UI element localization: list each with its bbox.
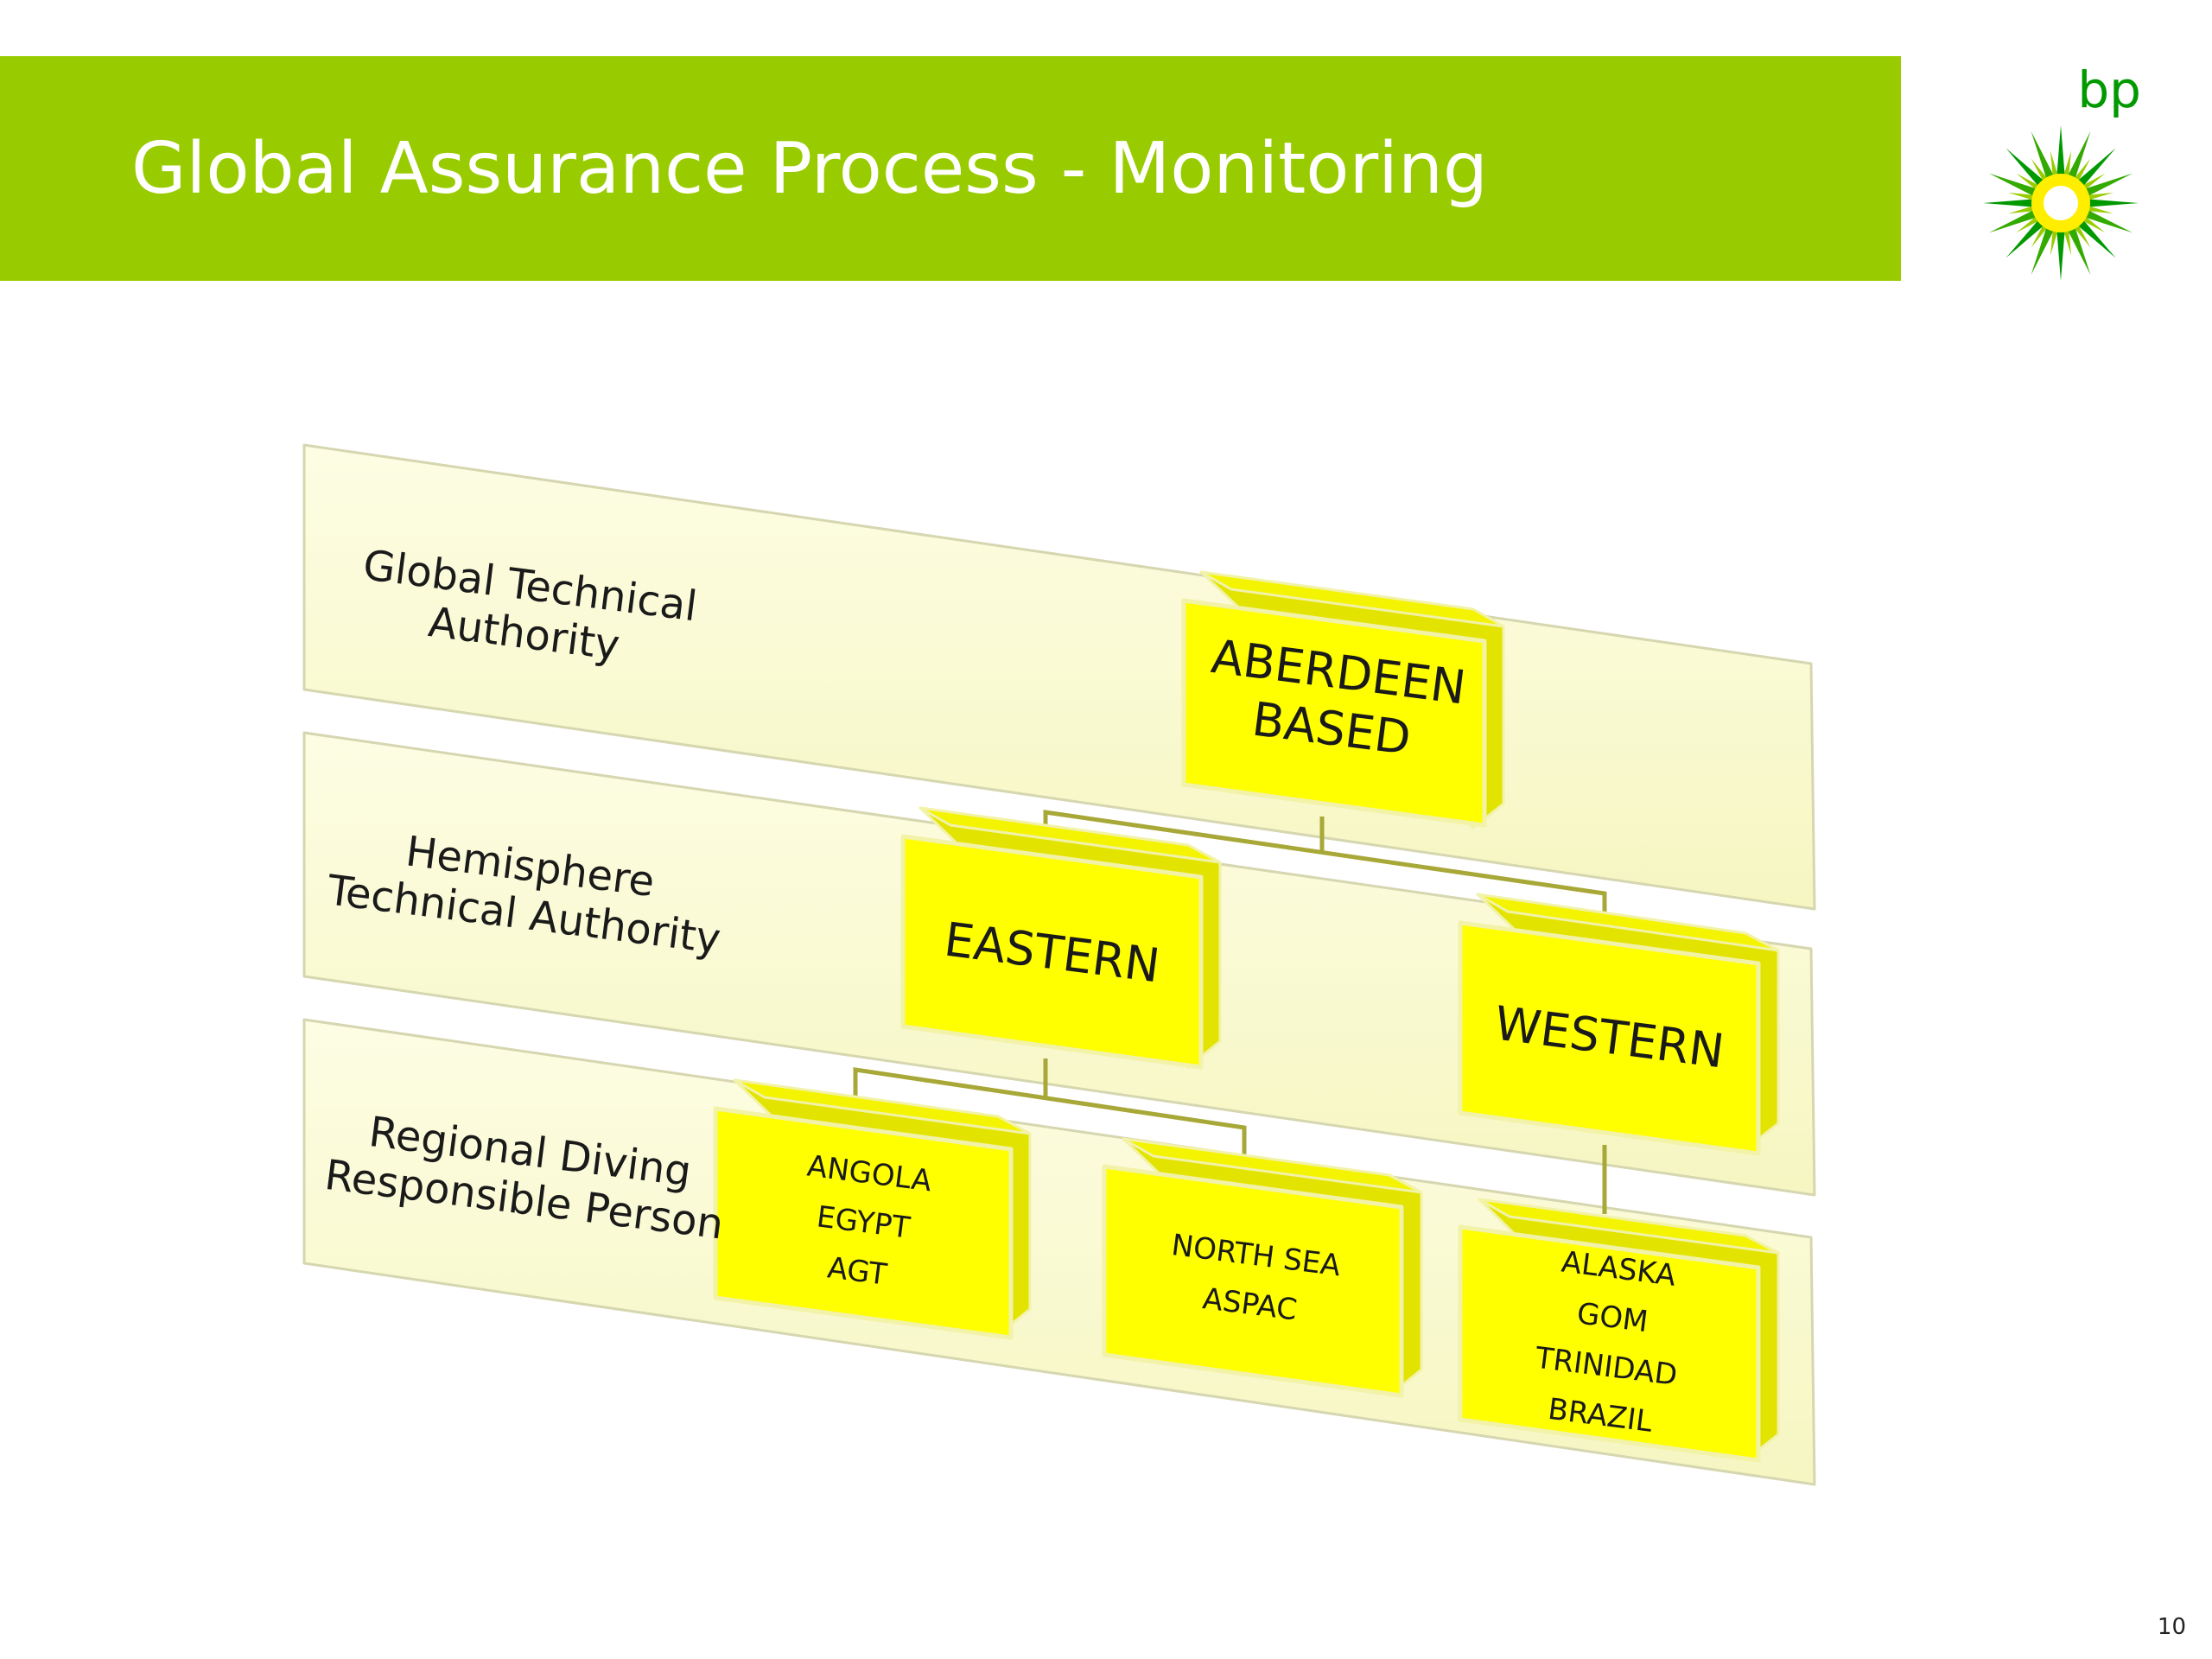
bp-logo-text: bp: [2077, 60, 2141, 119]
node-northsea: [1102, 1137, 1423, 1398]
node-western: [1458, 893, 1780, 1156]
node-alaska: [1458, 1198, 1780, 1463]
connector-regional-bar: [853, 1067, 1247, 1166]
slide-title: Global Assurance Process - Monitoring: [131, 127, 1488, 210]
title-bar: Global Assurance Process - Monitoring: [0, 56, 1901, 281]
node-angola: [713, 1078, 1032, 1340]
page-number: 10: [2157, 1614, 2186, 1640]
helios-icon: [1983, 125, 2139, 281]
node-eastern: [900, 806, 1222, 1070]
bp-logo: bp: [1970, 60, 2160, 285]
node-aberdeen: [1181, 570, 1505, 830]
node-label-alaska: ALASKA GOM TRINIDAD BRAZIL: [1533, 1244, 1680, 1440]
